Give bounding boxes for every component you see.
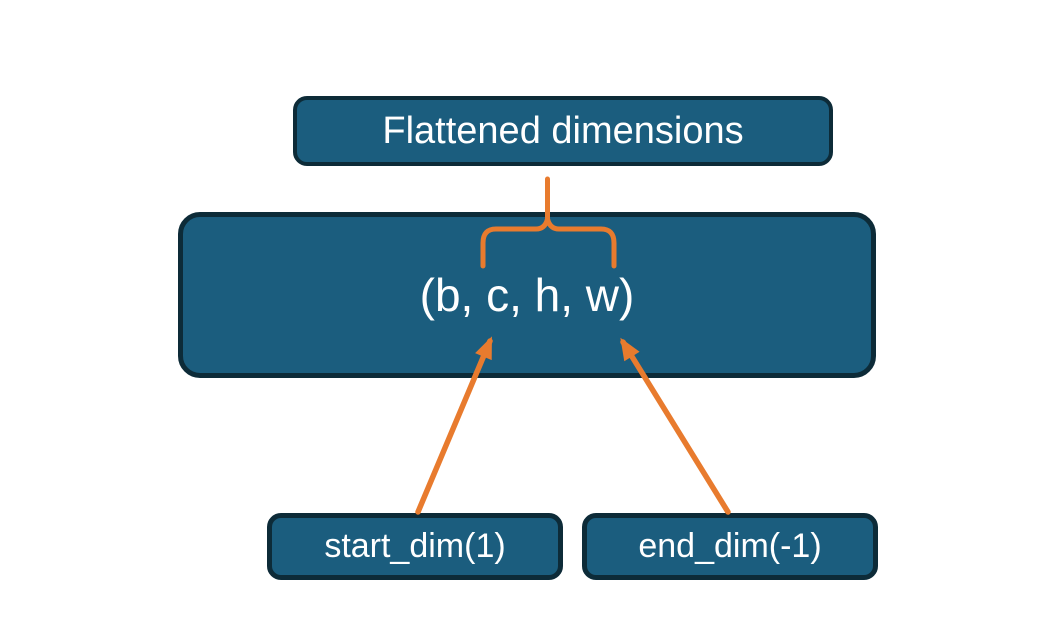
tensor-shape-label: (b, c, h, w) bbox=[419, 269, 635, 321]
end-dim-box: end_dim(-1) bbox=[582, 513, 878, 580]
flattened-dimensions-box: Flattened dimensions bbox=[293, 96, 833, 166]
flattened-dimensions-label: Flattened dimensions bbox=[382, 109, 744, 152]
end-dim-label: end_dim(-1) bbox=[638, 527, 822, 565]
start-dim-box: start_dim(1) bbox=[267, 513, 563, 580]
start-dim-label: start_dim(1) bbox=[324, 527, 506, 565]
tensor-shape-box: (b, c, h, w) bbox=[178, 212, 876, 378]
